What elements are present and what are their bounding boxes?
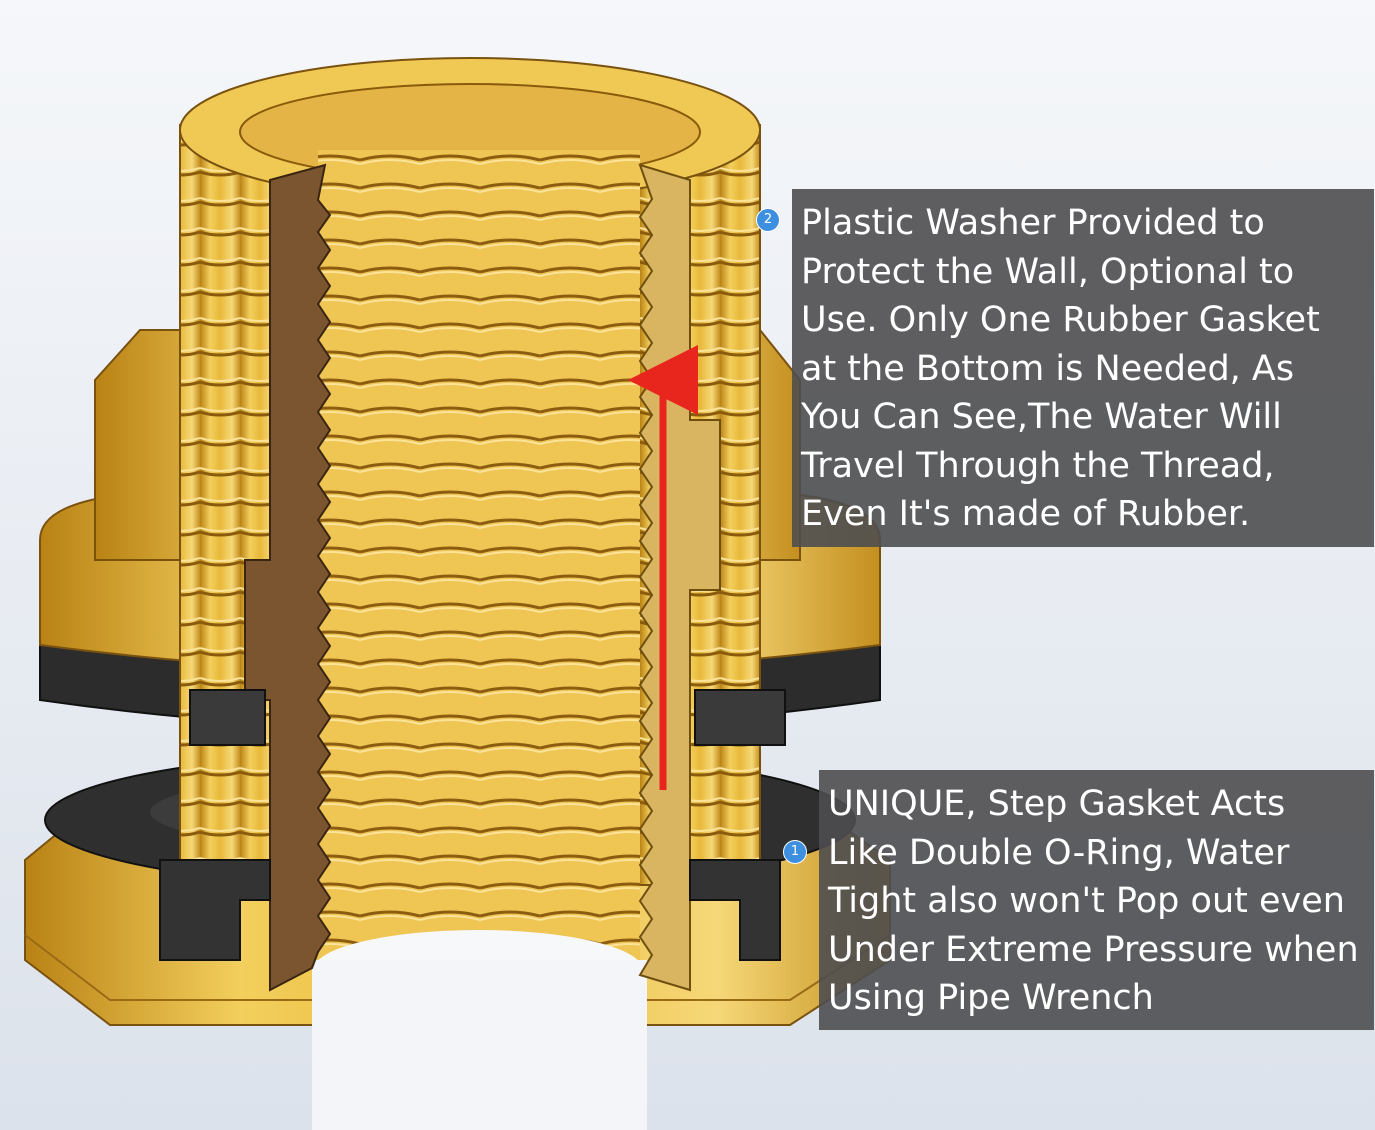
- callout-marker-2: 2: [756, 208, 780, 232]
- callout-marker-1: 1: [783, 840, 807, 864]
- cut-face-left: [244, 163, 332, 992]
- callout-plastic-washer: Plastic Washer Provided to Protect the W…: [792, 189, 1374, 547]
- inner-bore: [318, 150, 640, 980]
- callout-step-gasket: UNIQUE, Step Gasket Acts Like Double O-R…: [819, 770, 1374, 1030]
